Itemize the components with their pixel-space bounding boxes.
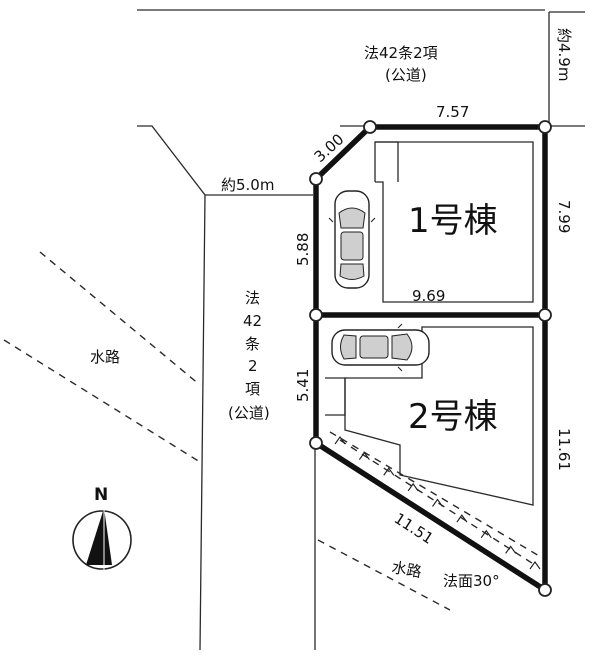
slope-hatch-mark xyxy=(432,498,443,507)
waterway-west-dash-1 xyxy=(39,251,201,386)
west-road-public: (公道) xyxy=(228,404,270,422)
slope-hatch-mark xyxy=(529,561,541,570)
slope-label: 法面30° xyxy=(443,572,500,590)
dim-shared-edge: 9.69 xyxy=(412,287,445,305)
slope-hatch-mark xyxy=(505,545,517,554)
waterway-south-dash-2 xyxy=(329,431,547,561)
dim-lot2-left: 5.41 xyxy=(294,369,312,402)
dim-corner-cut: 3.00 xyxy=(311,130,348,166)
lot1-house-outline xyxy=(375,141,534,303)
property-boundary xyxy=(313,124,548,596)
west-road-width: 約5.0m xyxy=(221,176,274,194)
slope-hatch-mark xyxy=(334,436,346,445)
boundary-point xyxy=(538,308,552,322)
lot1-porch xyxy=(374,141,399,182)
north-compass: N xyxy=(72,485,132,572)
waterway-west-label: 水路 xyxy=(90,348,120,366)
slope-hatch-mark xyxy=(456,514,468,523)
parking-car-lot1 xyxy=(328,190,376,289)
lot2-label: 2号棟 xyxy=(408,397,498,437)
parking-car-lot2 xyxy=(331,323,430,372)
slope-hatch-marks xyxy=(334,436,541,570)
boundary-point xyxy=(363,120,377,134)
boundary-point xyxy=(538,120,552,134)
west-road-char-4: 2 xyxy=(248,357,258,375)
slope-hatch-mark xyxy=(480,529,492,539)
lot1-label: 1号棟 xyxy=(408,201,498,241)
west-road-outer-line xyxy=(137,125,206,651)
west-road-char-1: 法 xyxy=(245,289,260,307)
waterway-south-dash-1 xyxy=(317,539,451,611)
north-road-width: 約4.9m xyxy=(555,28,573,81)
west-road-char-5: 項 xyxy=(245,380,260,398)
west-road-char-2: 42 xyxy=(243,312,262,330)
dim-lot1-left: 5.88 xyxy=(294,233,312,266)
dim-top-edge: 7.57 xyxy=(436,103,469,121)
west-road-char-3: 条 xyxy=(245,335,260,353)
slope-hatch-mark xyxy=(407,482,419,492)
lot2-porch xyxy=(325,377,346,416)
boundary-point xyxy=(309,308,323,322)
north-road-public: (公道) xyxy=(385,66,427,84)
compass-label: N xyxy=(94,485,108,505)
slope-hatch-mark xyxy=(383,467,395,476)
slope-hatch-mark xyxy=(358,451,370,460)
boundary-point xyxy=(309,436,323,450)
boundary-point xyxy=(538,583,552,597)
boundary-point xyxy=(309,172,323,186)
waterway-south-label: 水路 xyxy=(390,558,423,581)
dim-lot2-right: 11.61 xyxy=(555,428,573,471)
north-road-label: 法42条2項 xyxy=(364,44,438,62)
dim-lot1-right: 7.99 xyxy=(555,200,573,233)
